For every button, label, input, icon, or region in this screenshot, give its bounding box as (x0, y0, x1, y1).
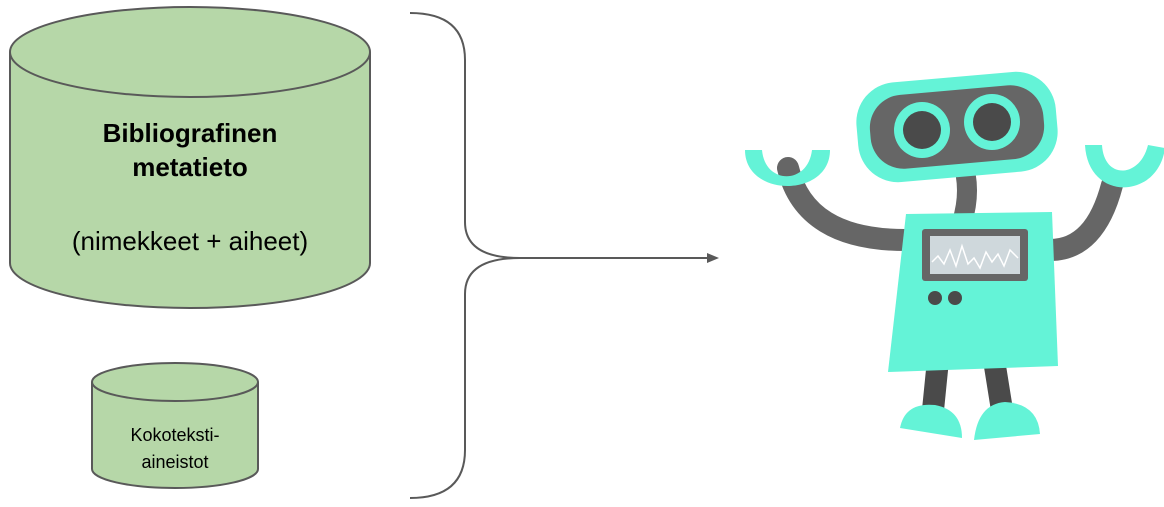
right-curly-brace-icon (409, 12, 521, 499)
robot-screen (930, 236, 1020, 274)
fulltext-database-label-line1: Kokoteksti- (130, 425, 219, 445)
robot-screen-wave (931, 243, 1019, 270)
robot-illustration (745, 71, 1164, 440)
main-database-body (9, 52, 371, 309)
main-database-subtitle: (nimekkeet + aiheet) (72, 226, 308, 256)
main-database-title-line2: metatieto (132, 152, 248, 182)
robot-left-foot (900, 404, 962, 438)
robot-left-claw (745, 150, 830, 186)
robot-button-left (928, 291, 942, 305)
robot-right-arm (1039, 174, 1123, 261)
fulltext-database: Kokoteksti- aineistot (91, 362, 259, 489)
fulltext-database-top (91, 362, 259, 402)
fulltext-database-body (91, 382, 259, 489)
arrow-right-icon (520, 253, 719, 263)
fulltext-database-label-line2: aineistot (141, 452, 208, 472)
robot-left-eye (903, 111, 941, 149)
main-database-top (9, 6, 371, 98)
robot-right-claw (1085, 145, 1164, 188)
robot-right-leg (983, 349, 1013, 421)
robot-button-right (948, 291, 962, 305)
main-database-title-line1: Bibliografinen (103, 118, 278, 148)
main-database: Bibliografinen metatieto (nimekkeet + ai… (9, 6, 371, 309)
robot-right-foot (974, 402, 1040, 440)
robot-right-eye (973, 103, 1011, 141)
